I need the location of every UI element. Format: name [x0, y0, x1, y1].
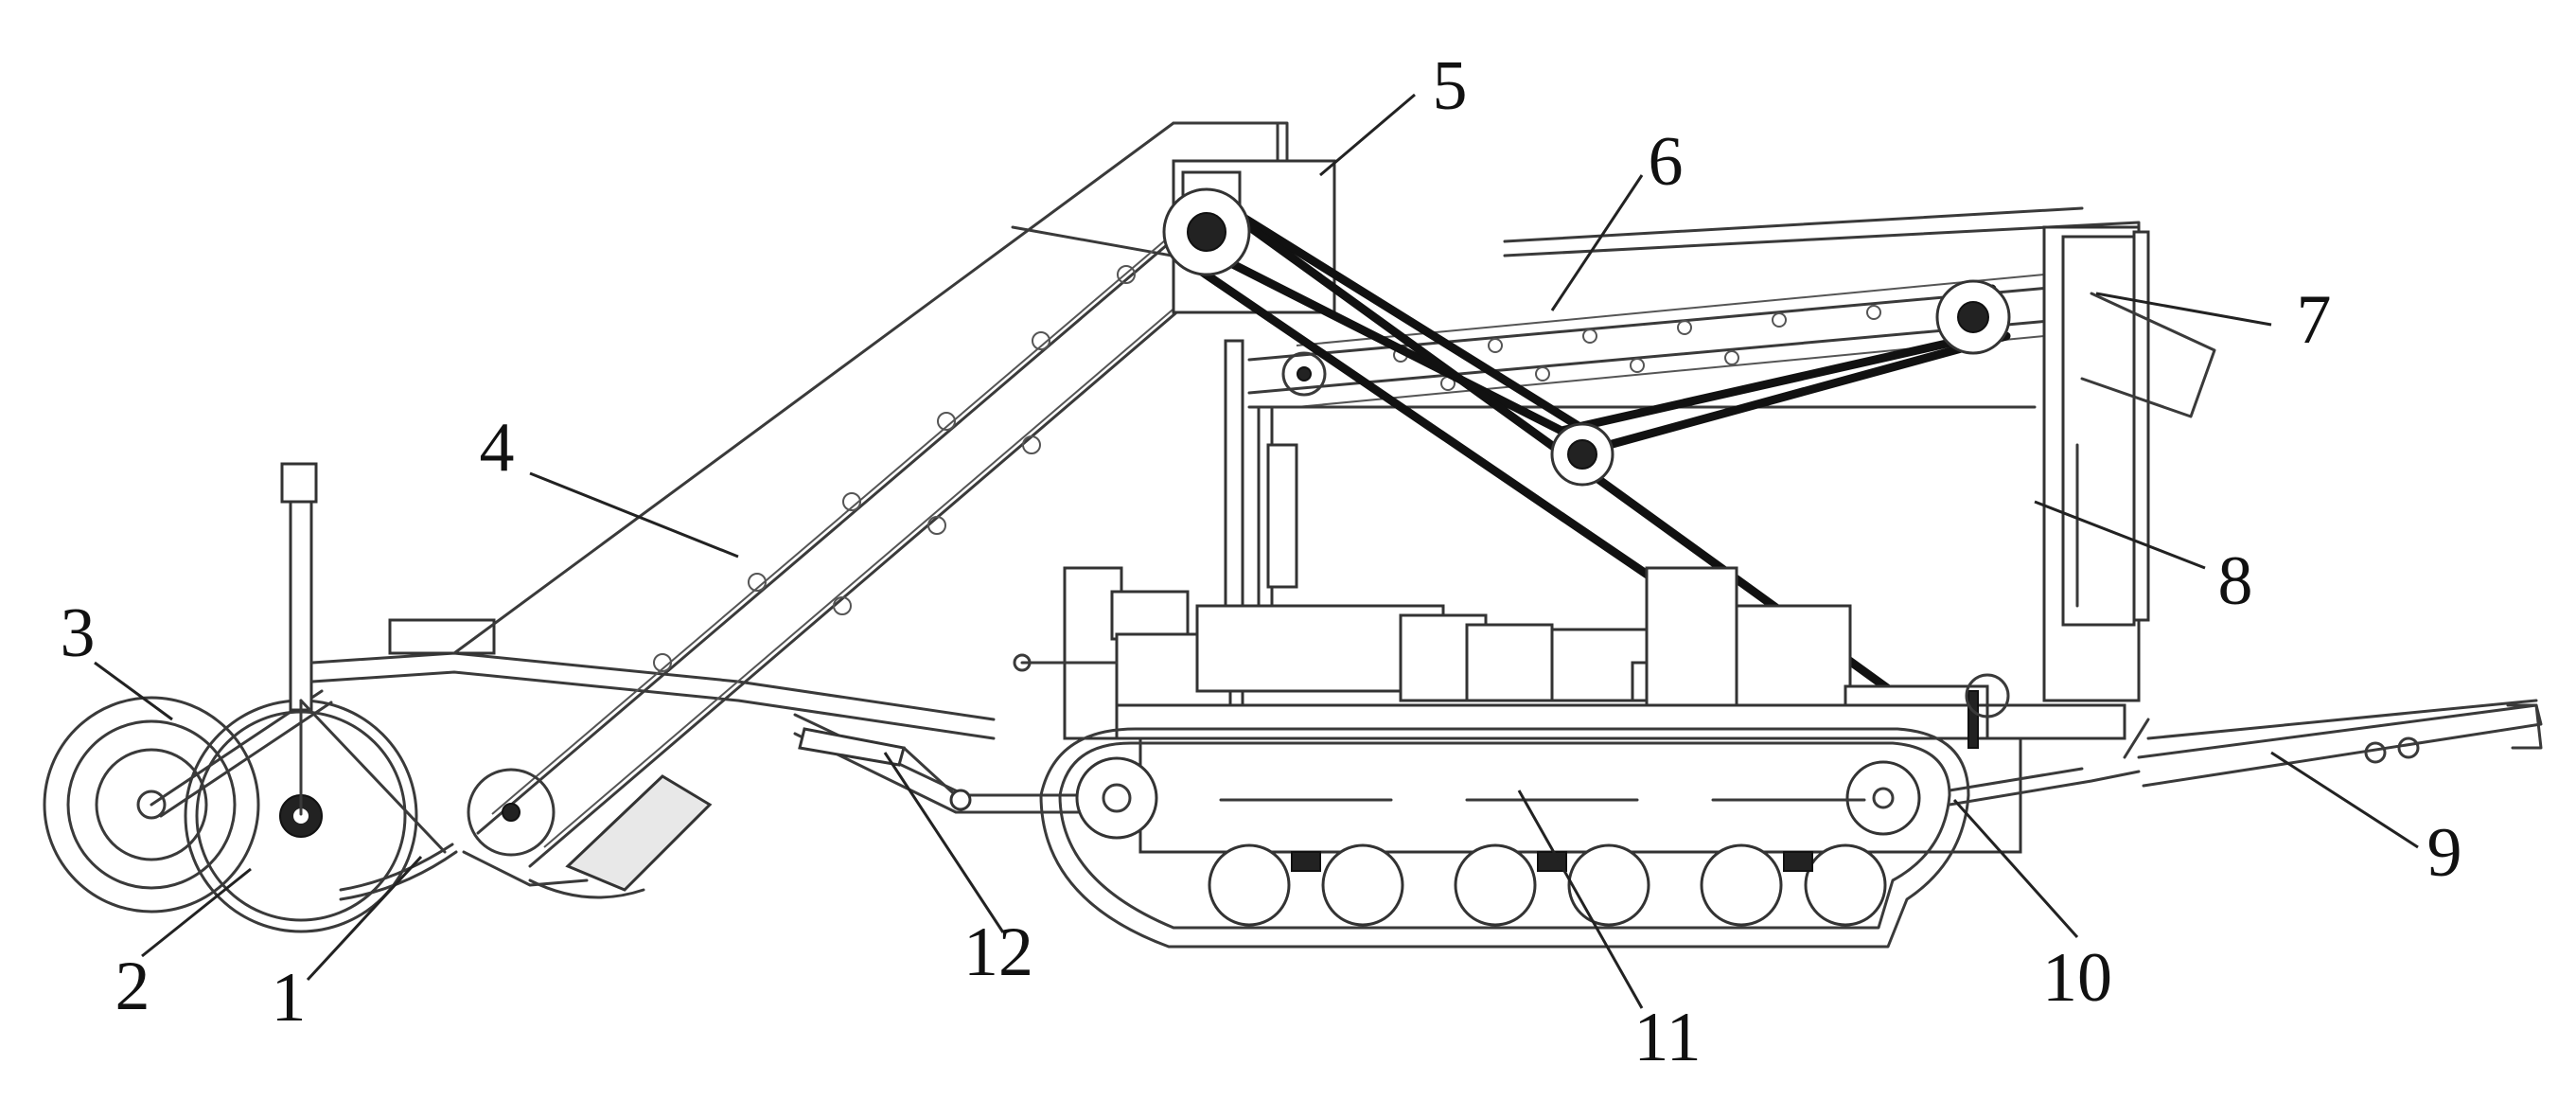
leader-5 — [1319, 93, 1416, 177]
depth-wheel — [43, 696, 260, 914]
callout-2: 2 — [115, 948, 150, 1025]
leader-3 — [94, 661, 173, 721]
leader-4 — [529, 471, 739, 559]
callout-9: 9 — [2427, 814, 2462, 892]
main-frame — [310, 618, 1081, 887]
crawler-chassis — [1039, 703, 2037, 949]
callout-labels: 1 2 3 4 5 6 7 8 9 10 11 12 — [61, 47, 2462, 1076]
leader-12 — [883, 752, 1005, 933]
elevating-conveyor — [452, 121, 1289, 899]
hydraulic-cylinder — [798, 727, 972, 811]
leader-9 — [2270, 751, 2419, 849]
leader-1 — [306, 855, 423, 982]
callout-4: 4 — [480, 409, 515, 487]
leader-2 — [141, 867, 252, 958]
leader-10 — [1952, 798, 2079, 939]
digging-shovel — [339, 843, 458, 901]
callout-12: 12 — [963, 914, 1033, 991]
callout-3: 3 — [61, 594, 96, 672]
callout-11: 11 — [1633, 999, 1701, 1076]
callout-7: 7 — [2297, 281, 2332, 359]
rear-discharge-conveyor — [2137, 699, 2543, 788]
collection-box — [2042, 225, 2216, 702]
leader-6 — [1550, 174, 1644, 311]
callout-10: 10 — [2042, 939, 2112, 1017]
callout-6: 6 — [1649, 123, 1684, 201]
leader-lines — [94, 93, 2419, 1009]
callout-5: 5 — [1433, 47, 1468, 125]
callout-8: 8 — [2218, 542, 2253, 620]
leader-7 — [2095, 292, 2272, 327]
leader-11 — [1517, 790, 1644, 1009]
callout-1: 1 — [272, 959, 307, 1037]
rear-tail-frame — [1948, 673, 2150, 807]
leader-8 — [2034, 500, 2206, 570]
wheel-arm — [150, 462, 447, 854]
